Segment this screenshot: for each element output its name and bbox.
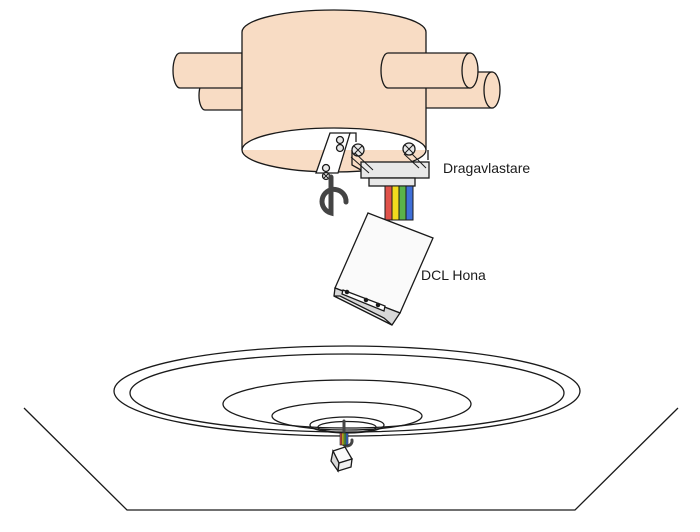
cable-wires: [384, 185, 414, 221]
mini-wires: [339, 432, 349, 446]
ceiling-rosette: [113, 345, 581, 437]
bar-screw-upper: [335, 135, 345, 153]
strain-relief: [350, 142, 430, 187]
label-dcl-socket: DCL Hona: [421, 267, 486, 283]
bar-screw-lower: [321, 163, 331, 181]
mini-dcl-socket: [330, 446, 353, 473]
dcl-socket: [333, 212, 434, 326]
ceiling-outline: [23, 407, 679, 511]
label-strain-relief: Dragavlastare: [443, 160, 531, 176]
ceiling-hook: [319, 174, 349, 217]
